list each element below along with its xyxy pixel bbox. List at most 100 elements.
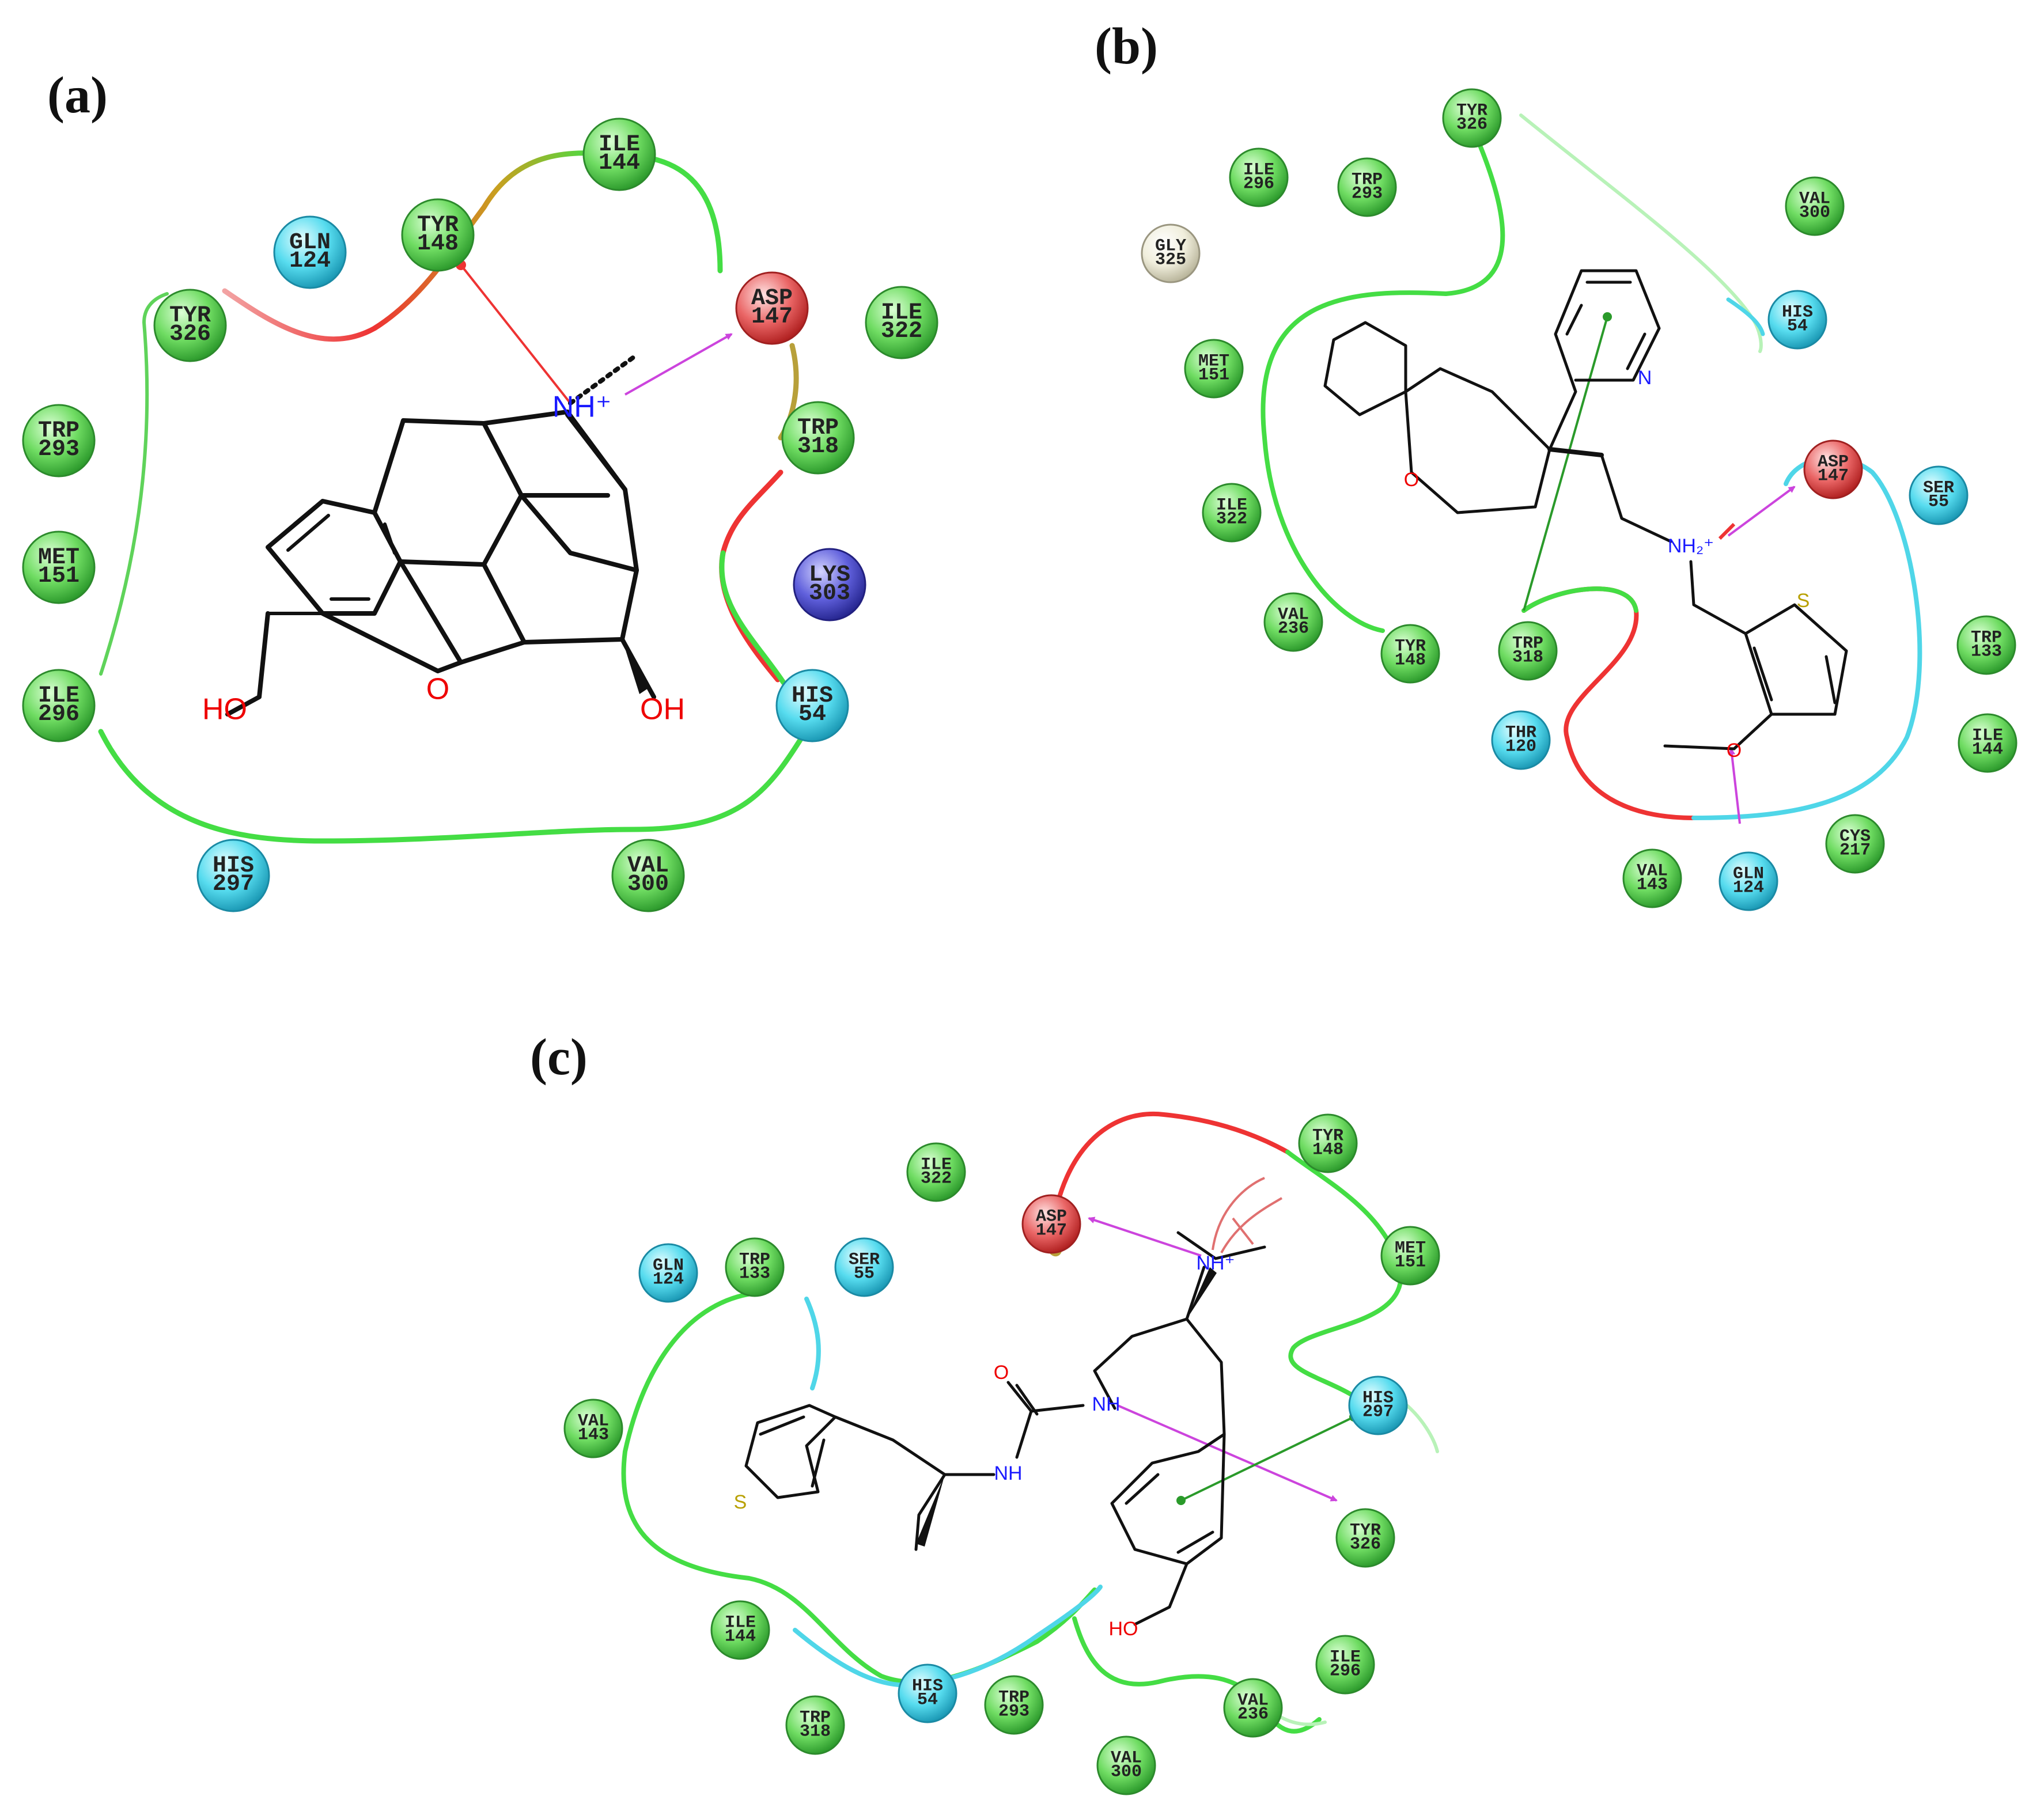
residue-bubble — [781, 401, 855, 475]
residue-number: 293 — [998, 1702, 1029, 1722]
residue-number: 144 — [1972, 740, 2003, 760]
residue-number: 147 — [1818, 467, 1849, 486]
residue-bubble — [1767, 290, 1827, 350]
residue-bubble — [1380, 1226, 1440, 1286]
residue-number: 143 — [578, 1426, 609, 1445]
residue-name: VAL — [1637, 862, 1668, 881]
residue-number: 143 — [1637, 876, 1668, 895]
residue-bubble — [1184, 339, 1244, 399]
residue-bubble — [153, 289, 227, 362]
residues-c: TYR148ILE322ASP147MET151GLN124TRP133SER5… — [563, 1113, 1440, 1795]
residue-bubble — [1337, 157, 1397, 217]
residue-number: 300 — [1111, 1763, 1142, 1782]
residue-name: GLN — [289, 230, 331, 256]
residue-bubble — [582, 118, 656, 191]
residue-bubble — [401, 198, 475, 272]
panel-a: (a) NH⁺ HO O — [22, 67, 938, 912]
residue-bubble — [1803, 439, 1863, 499]
residue-name: TRP — [1352, 170, 1383, 190]
residue-name: ASP — [1818, 453, 1849, 472]
atom-label: O — [994, 1362, 1009, 1384]
residue-number: 322 — [921, 1169, 952, 1189]
residue-name: ASP — [751, 286, 793, 312]
pocket-outline-a — [98, 150, 807, 844]
residue-bubble — [1956, 615, 2016, 675]
residue-number: 144 — [725, 1627, 756, 1647]
atom-label: O — [426, 673, 449, 706]
residue-name: TRP — [800, 1708, 831, 1728]
residue-name: ILE — [1330, 1648, 1361, 1668]
residue-name: VAL — [1278, 605, 1309, 625]
residue-name: VAL — [1111, 1749, 1142, 1768]
panel-label-c: (c) — [530, 1029, 588, 1086]
residue-number: 54 — [1787, 317, 1808, 336]
residue-number: 296 — [1243, 175, 1274, 194]
residue-number: 297 — [213, 871, 254, 897]
residue-name: VAL — [578, 1412, 609, 1431]
residue-number: 296 — [38, 702, 80, 727]
residue-name: ILE — [725, 1613, 756, 1633]
pi-stack-line-c — [1180, 1416, 1354, 1502]
pi-stack-line-b — [1523, 316, 1608, 611]
residue-name: SER — [1923, 479, 1954, 498]
residue-name: TRP — [797, 415, 839, 441]
residue-bubble — [775, 669, 849, 742]
residue-number: 326 — [1350, 1535, 1381, 1555]
residue-bubble — [793, 548, 866, 622]
residue-name: VAL — [1799, 190, 1830, 209]
residue-bubble — [984, 1675, 1044, 1735]
residue-number: 236 — [1237, 1705, 1269, 1725]
residue-bubble — [1380, 624, 1440, 684]
residue-name: TYR — [1350, 1521, 1381, 1541]
residue-name: TYR — [169, 303, 211, 329]
residue-bubble — [1825, 814, 1885, 874]
hbond-arrow-b — [1727, 486, 1796, 537]
residue-number: 148 — [417, 231, 459, 257]
atom-label: HO — [202, 693, 247, 726]
residue-name: TRP — [739, 1250, 770, 1270]
residue-bubble — [865, 286, 938, 359]
residue-bubble — [1223, 1678, 1283, 1738]
residue-bubble — [785, 1695, 845, 1755]
residue-name: TRP — [1971, 628, 2002, 648]
residue-name: TYR — [1395, 637, 1426, 657]
residue-name: MET — [1395, 1239, 1426, 1259]
hbond-arrow-c — [1088, 1217, 1202, 1257]
residue-name: ILE — [599, 132, 640, 158]
residue-bubble — [898, 1663, 957, 1723]
residue-bubble — [1442, 88, 1502, 148]
residue-bubble — [725, 1237, 785, 1297]
residue-number: 148 — [1312, 1140, 1343, 1160]
residue-number: 318 — [1512, 648, 1543, 668]
residue-name: VAL — [1237, 1691, 1269, 1711]
residue-name: HIS — [1362, 1389, 1394, 1408]
residue-bubble — [1348, 1375, 1408, 1435]
residue-name: THR — [1505, 723, 1536, 743]
residue-name: TYR — [417, 213, 459, 238]
